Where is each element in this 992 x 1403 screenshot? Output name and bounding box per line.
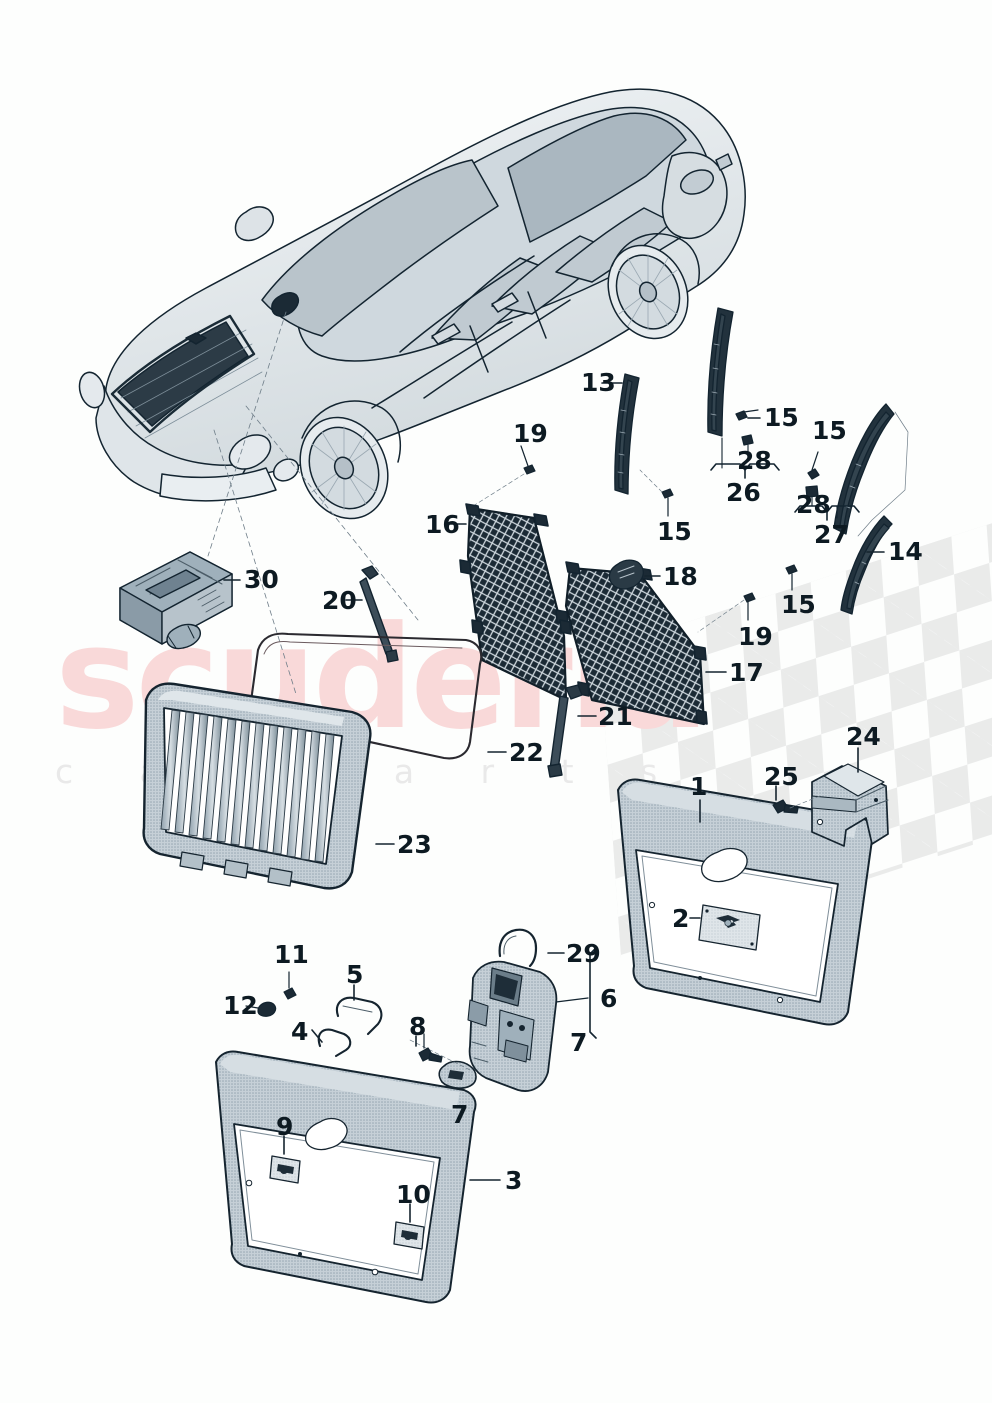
part-3-lower-panel — [215, 1050, 477, 1304]
callout-27[interactable]: 27 — [814, 520, 849, 549]
part-4-retaining-clip — [317, 1028, 352, 1058]
part-12-rivet — [245, 1001, 277, 1017]
part-2-badge — [698, 904, 761, 951]
part-10-clip — [393, 1221, 425, 1250]
callout-15b[interactable]: 15 — [657, 517, 692, 546]
callout-10[interactable]: 10 — [396, 1180, 431, 1209]
fastener-group — [469, 445, 798, 633]
callout-16[interactable]: 16 — [425, 510, 460, 539]
part-21-support-rod — [547, 684, 583, 778]
callout-28[interactable]: 28 — [737, 446, 772, 475]
brace-6-7 — [589, 947, 597, 1039]
callout-2[interactable]: 2 — [672, 904, 690, 933]
callout-1[interactable]: 1 — [690, 772, 708, 801]
part-8-screw — [418, 1033, 443, 1063]
part-29-lock-wire — [498, 928, 538, 968]
callout-11[interactable]: 11 — [274, 940, 309, 969]
part-26-trim-strip-assembly — [707, 307, 780, 479]
callout-30[interactable]: 30 — [244, 565, 279, 594]
part-30-control-module — [119, 551, 233, 650]
callout-26[interactable]: 26 — [726, 478, 761, 507]
callout-15c[interactable]: 15 — [812, 416, 847, 445]
callout-12[interactable]: 12 — [223, 991, 258, 1020]
callout-6[interactable]: 6 — [600, 984, 618, 1013]
part-5-bracket-clip — [335, 996, 383, 1036]
part-18-clip-nut — [608, 559, 644, 590]
part-13-trim-strip-left — [614, 373, 640, 495]
callout-23[interactable]: 23 — [397, 830, 432, 859]
part-1-upper-panel — [617, 778, 875, 1026]
part-14-trim-strip-right — [840, 515, 893, 615]
leader-car-to-30 — [207, 311, 287, 557]
part-16-grille-mesh-left — [459, 503, 569, 702]
front-wheel — [299, 416, 389, 520]
callout-13[interactable]: 13 — [581, 368, 616, 397]
callout-22[interactable]: 22 — [509, 738, 544, 767]
callout-15d[interactable]: 15 — [781, 590, 816, 619]
rear-wheel — [607, 244, 689, 340]
part-25-screw — [772, 795, 821, 814]
part-9-clip — [269, 1155, 301, 1184]
callout-9[interactable]: 9 — [276, 1112, 294, 1141]
part-20-support-rod — [359, 565, 399, 663]
callout-15[interactable]: 15 — [764, 403, 799, 432]
callout-19b[interactable]: 19 — [738, 622, 773, 651]
callout-14[interactable]: 14 — [888, 537, 923, 566]
callout-8[interactable]: 8 — [409, 1012, 427, 1041]
callout-7[interactable]: 7 — [570, 1028, 588, 1057]
part-27-trim-strip-assembly — [794, 403, 909, 537]
part-6-lock-assembly — [467, 947, 597, 1092]
callout-19[interactable]: 19 — [513, 419, 548, 448]
callout-28b[interactable]: 28 — [796, 490, 831, 519]
part-11-pin — [283, 971, 297, 1000]
callout-20[interactable]: 20 — [322, 586, 357, 615]
callout-3[interactable]: 3 — [505, 1166, 523, 1195]
part-23-slat-grille — [142, 682, 372, 890]
callout-5[interactable]: 5 — [346, 960, 364, 989]
vehicle-illustration — [78, 88, 746, 520]
callout-17[interactable]: 17 — [729, 658, 764, 687]
callout-18[interactable]: 18 — [663, 562, 698, 591]
callout-25[interactable]: 25 — [764, 762, 799, 791]
callout-4[interactable]: 4 — [291, 1017, 309, 1046]
callout-24[interactable]: 24 — [846, 722, 881, 751]
callout-leaders — [223, 382, 885, 1223]
callout-7b[interactable]: 7 — [451, 1100, 469, 1129]
callout-21[interactable]: 21 — [598, 702, 633, 731]
callout-29[interactable]: 29 — [566, 939, 601, 968]
part-24-air-duct — [811, 763, 889, 847]
